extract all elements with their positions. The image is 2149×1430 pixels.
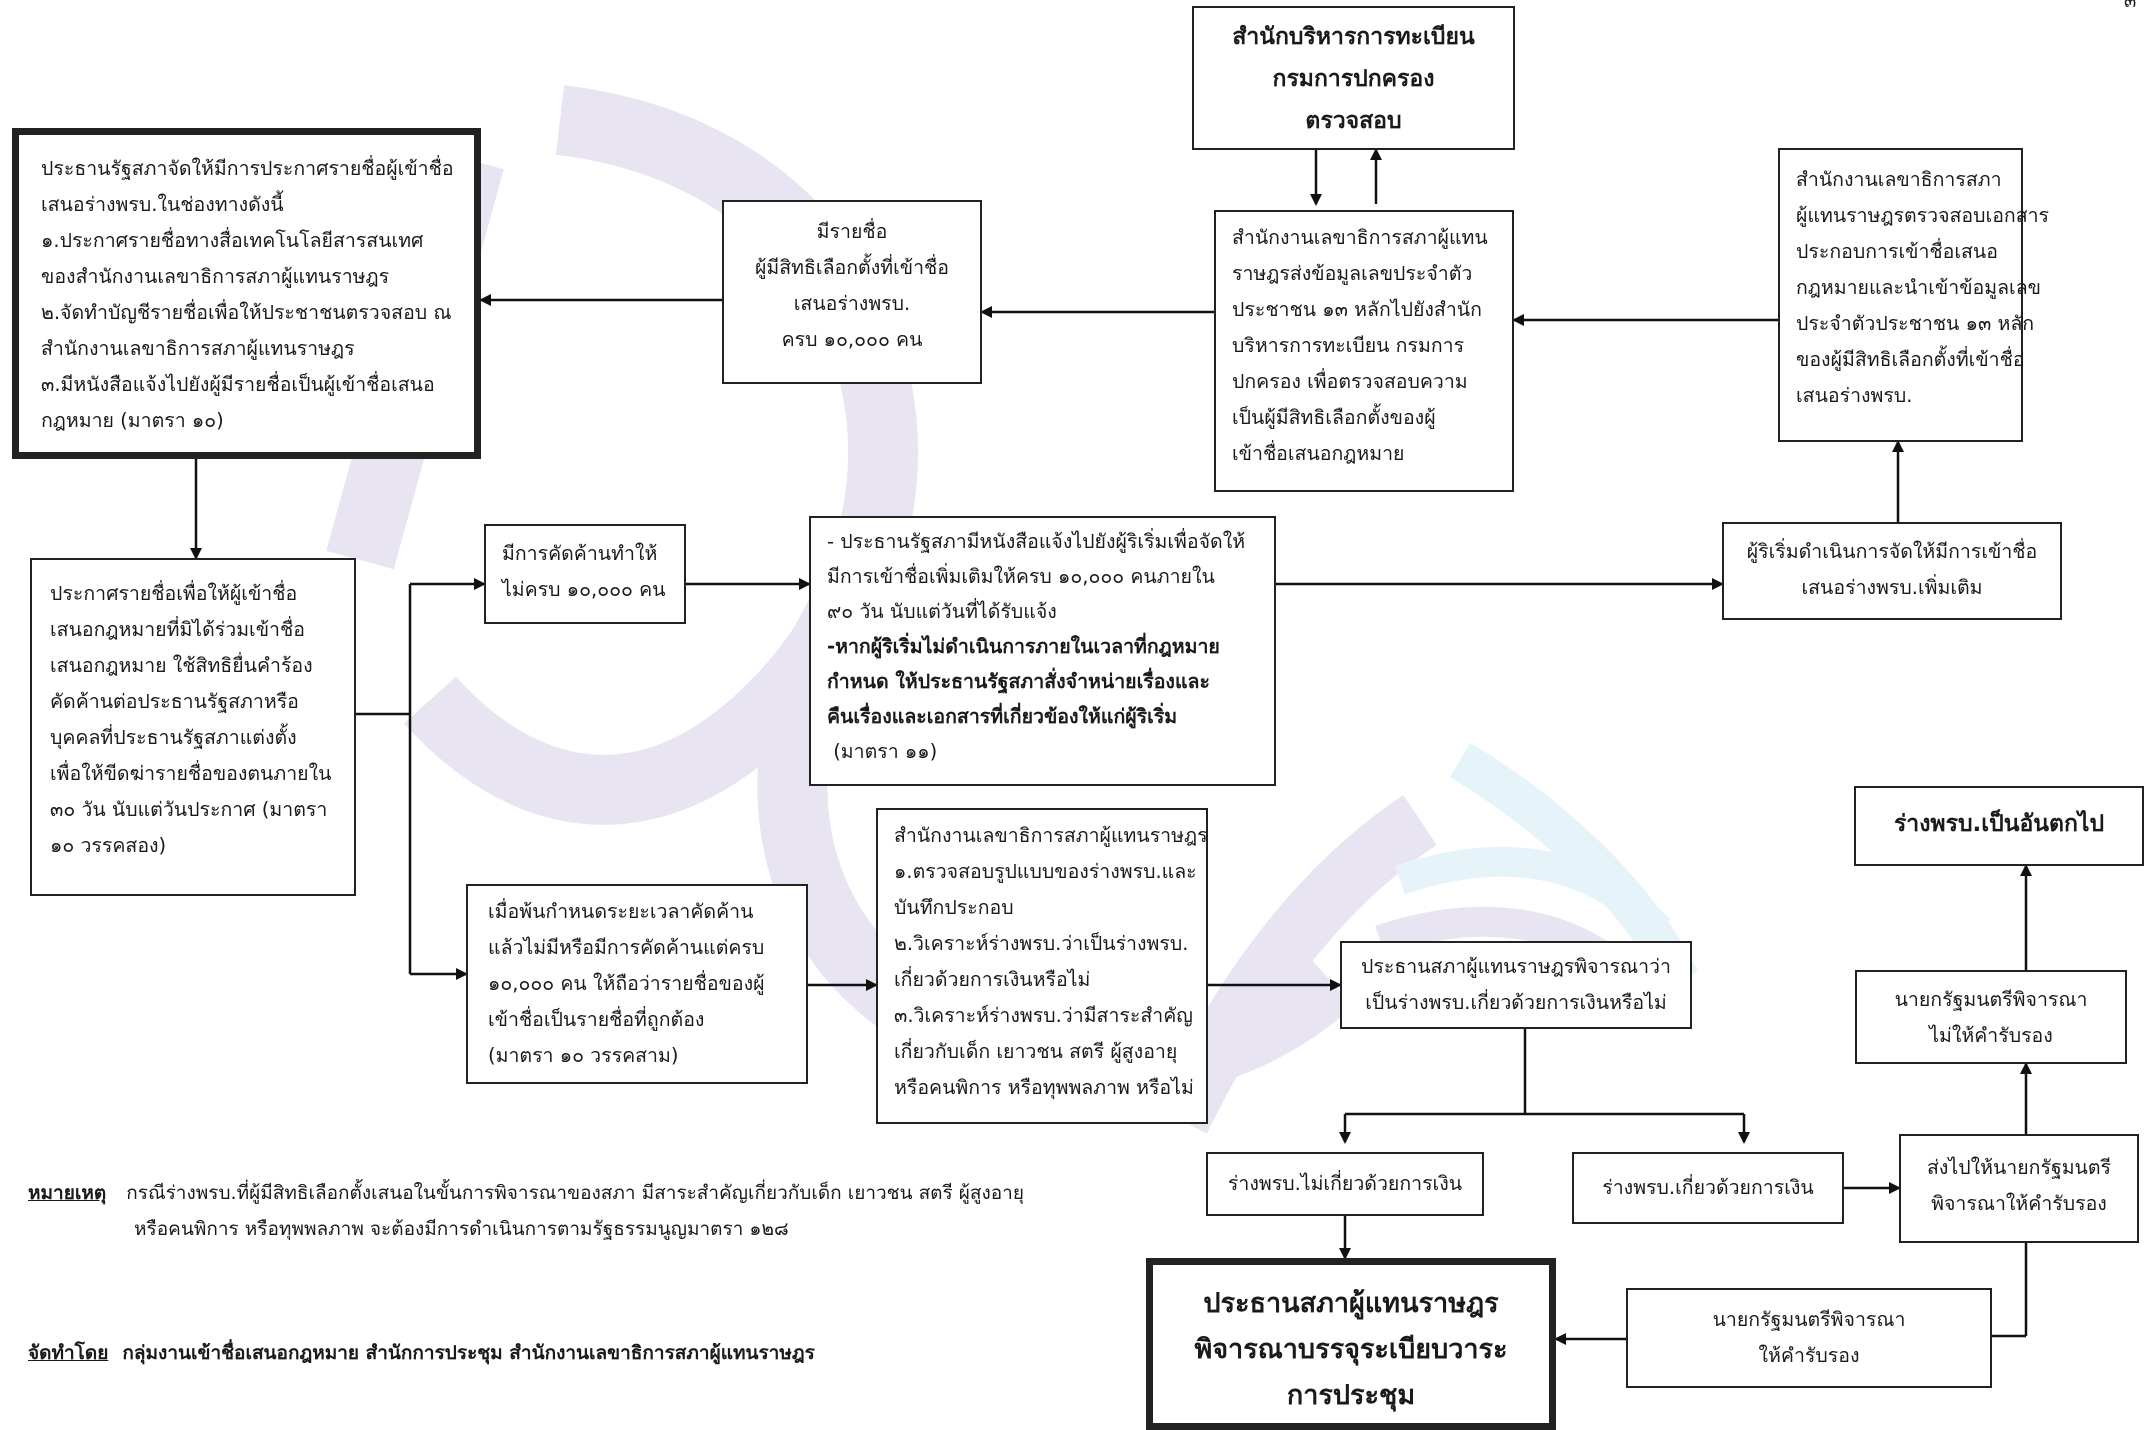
announce-channels-box: ประธานรัฐสภาจัดให้มีการประกาศรายชื่อผู้เ… [12, 128, 481, 459]
pm-reject-box: นายกรัฐมนตรีพิจารณา ไม่ให้คำรับรอง [1855, 970, 2127, 1064]
lapsed-box: ร่างพรบ.เป็นอันตกไป [1854, 786, 2144, 866]
prepared-by-note: จัดทำโดย กลุ่มงานเข้าชื่อเสนอกฎหมาย สำนั… [28, 1336, 815, 1370]
announce-objection-box: ประกาศรายชื่อเพื่อให้ผู้เข้าชื่อ เสนอกฎห… [30, 558, 356, 896]
not-money-box: ร่างพรบ.ไม่เกี่ยวด้วยการเงิน [1206, 1152, 1484, 1216]
secretariat-check-docs-box: สำนักงานเลขาธิการสภา ผู้แทนราษฎรตรวจสอบเ… [1778, 148, 2049, 442]
deadline-passed-box: เมื่อพ้นกำหนดระยะเวลาคัดค้าน แล้วไม่มีหร… [466, 884, 808, 1084]
president-letter-box: - ประธานรัฐสภามีหนังสือแจ้งไปยังผู้ริเริ… [809, 516, 1276, 786]
money-box: ร่างพรบ.เกี่ยวด้วยการเงิน [1572, 1152, 1844, 1224]
send-id-data-box: สำนักงานเลขาธิการสภาผู้แทน ราษฎรส่งข้อมู… [1214, 210, 1514, 492]
prepared-label: จัดทำโดย [28, 1342, 109, 1364]
pm-certify-box: นายกรัฐมนตรีพิจารณา ให้คำรับรอง [1626, 1288, 1992, 1388]
initiator-more-box: ผู้ริเริ่มดำเนินการจัดให้มีการเข้าชื่อ เ… [1722, 522, 2062, 620]
secretariat-review-box: สำนักงานเลขาธิการสภาผู้แทนราษฎร ๑.ตรวจสอ… [876, 808, 1208, 1124]
has-names-box: มีรายชื่อ ผู้มีสิทธิเลือกตั้งที่เข้าชื่อ… [722, 200, 982, 384]
send-pm-box: ส่งไปให้นายกรัฐมนตรี พิจารณาให้คำรับรอง [1899, 1134, 2139, 1243]
remark-line1: กรณีร่างพรบ.ที่ผู้มีสิทธิเลือกตั้งเสนอใน… [126, 1182, 1024, 1204]
remark-label: หมายเหตุ [28, 1182, 107, 1204]
prepared-text: กลุ่มงานเข้าชื่อเสนอกฎหมาย สำนักการประชุ… [122, 1342, 815, 1364]
registration-office-box: สำนักบริหารการทะเบียน กรมการปกครอง ตรวจส… [1192, 6, 1515, 150]
objection-short-box: มีการคัดค้านทำให้ ไม่ครบ ๑๐,๐๐๐ คน [484, 524, 686, 624]
page-marker: ๓ [2124, 0, 2137, 12]
speaker-consider-box: ประธานสภาผู้แทนราษฎรพิจารณาว่า เป็นร่างพ… [1340, 941, 1692, 1029]
remark-note-line2: หรือคนพิการ หรือทุพพลภาพ จะต้องมีการดำเน… [134, 1218, 789, 1240]
remark-note: หมายเหตุ กรณีร่างพรบ.ที่ผู้มีสิทธิเลือกต… [28, 1176, 1024, 1210]
agenda-box: ประธานสภาผู้แทนราษฎร พิจารณาบรรจุระเบียบ… [1146, 1258, 1556, 1430]
